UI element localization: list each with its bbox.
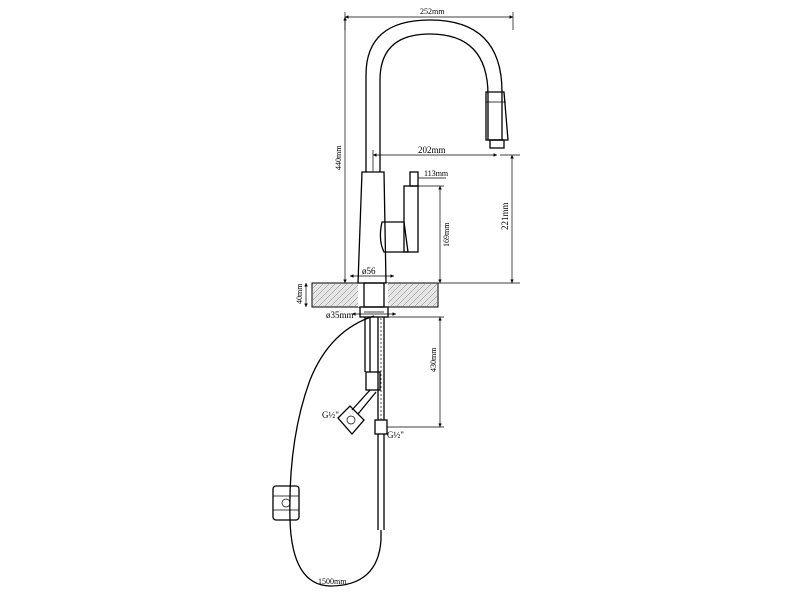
hatch-line (419, 288, 439, 308)
deck-hatching (311, 282, 439, 308)
dimension-lines (304, 12, 520, 428)
label-hose-drop: 430mm (429, 347, 438, 372)
hatch-line (329, 282, 355, 308)
label-handle: 113mm (424, 169, 449, 178)
label-width-top: 252mm (420, 7, 445, 16)
hatch-line (389, 282, 415, 308)
label-right-thread: G½" (387, 430, 404, 440)
hose-weight (272, 485, 300, 521)
label-deck-thickness: 40mm (295, 283, 304, 304)
supply-hoses (272, 315, 388, 587)
hose-connector-right (374, 419, 388, 435)
spray-head (485, 91, 509, 141)
hatch-line (311, 282, 337, 308)
hatch-line (311, 282, 319, 290)
mounting-nut (359, 306, 389, 318)
label-handle-height: 169mm (442, 222, 451, 247)
body-column (357, 171, 387, 284)
hatch-line (425, 294, 439, 308)
left-connector (337, 405, 365, 435)
hatch-line (311, 282, 331, 302)
faucet-body (357, 19, 509, 318)
hatch-line (317, 282, 343, 308)
hatch-line (335, 282, 361, 308)
label-reach: 202mm (418, 145, 446, 155)
deck-hole (358, 283, 388, 307)
countertop-deck (311, 282, 439, 308)
lever-handle (379, 171, 419, 253)
label-shank-diameter: ø35mm (326, 310, 354, 320)
hatch-line (431, 300, 439, 308)
pullout-hose-loop (289, 315, 382, 587)
hatch-line (323, 282, 349, 308)
spray-nozzle (489, 139, 505, 149)
hatch-line (401, 282, 427, 308)
label-hose-length: 1500mm (318, 577, 347, 586)
hatch-line (413, 282, 439, 308)
spout-gooseneck (365, 19, 503, 172)
hatch-line (407, 282, 433, 308)
hose-fitting-mid (365, 371, 381, 391)
label-height-total: 440mm (334, 145, 343, 170)
label-spout-height: 221mm (500, 202, 510, 230)
dimension-labels: 252mm 440mm 202mm 113mm 221mm 169mm ø56 … (295, 7, 510, 586)
label-left-thread: G½" (322, 410, 339, 420)
hatch-line (395, 282, 421, 308)
hatch-line (311, 282, 325, 296)
label-base-diameter: ø56 (362, 266, 376, 276)
